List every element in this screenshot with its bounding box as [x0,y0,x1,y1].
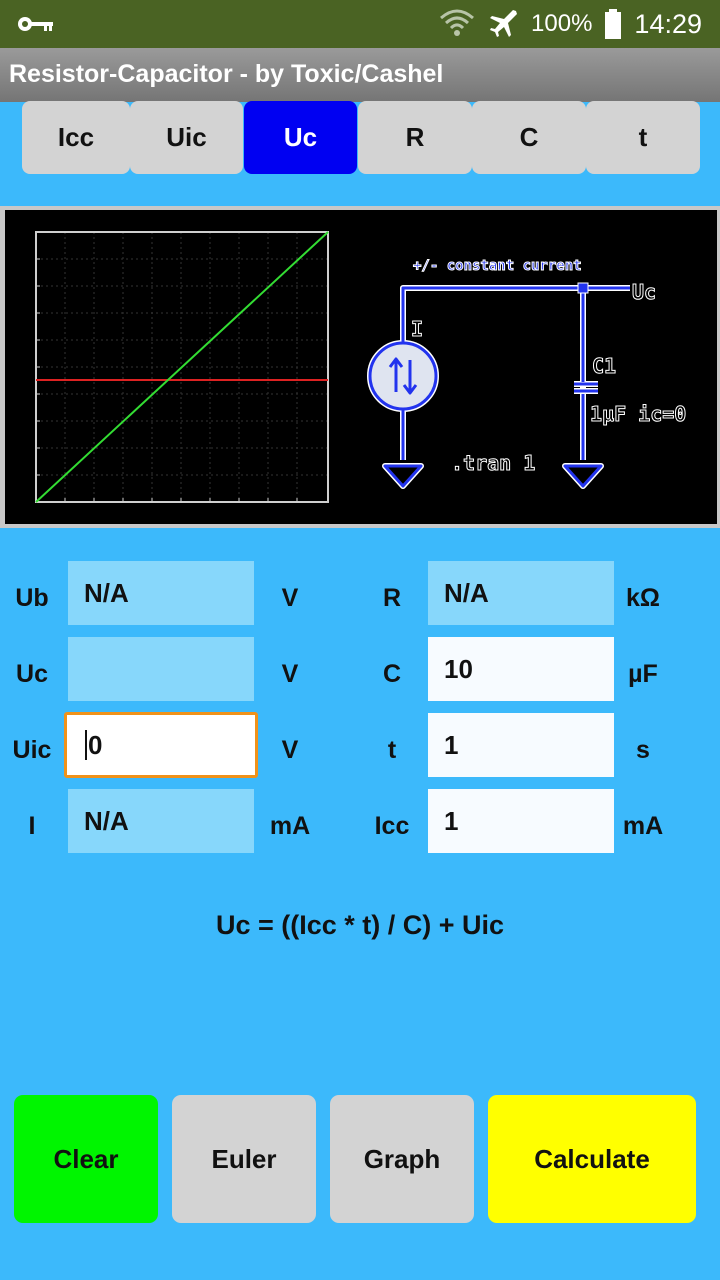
i-label: I [28,812,36,840]
schematic-sim-label: .tran 1 [451,451,535,475]
clear-button[interactable]: Clear [14,1095,158,1223]
schematic-output-label: Uc [632,280,656,304]
c-input[interactable]: 10 [428,637,614,701]
r-unit: kΩ [626,584,660,612]
icc-input[interactable]: 1 [428,789,614,853]
ub-label: Ub [15,584,49,612]
schematic-current-label: I [411,317,423,341]
r-field[interactable]: N/A [428,561,614,625]
schematic-cap-label: C1 [592,354,616,378]
uc-label: Uc [16,660,48,688]
i-field[interactable]: N/A [68,789,254,853]
t-unit: s [636,736,650,764]
calculate-button[interactable]: Calculate [488,1095,696,1223]
airplane-icon [490,10,518,37]
tab-t[interactable]: t [586,101,700,174]
uic-input[interactable]: 0 [64,712,258,778]
ub-field[interactable]: N/A [68,561,254,625]
battery-icon [605,9,622,39]
uc-field[interactable] [68,637,254,701]
circuit-schematic: +/- constant current I Uc C1 1µF ic=0 .t… [367,258,687,489]
tab-uc[interactable]: Uc [244,101,357,174]
c-label: C [382,660,402,688]
graph-button[interactable]: Graph [330,1095,474,1223]
voltage-trace [35,231,329,503]
tab-r[interactable]: R [358,101,472,174]
r-label: R [382,584,402,612]
clock: 14:29 [634,8,702,39]
tab-icc[interactable]: Icc [22,101,130,174]
uic-label: Uic [12,736,52,764]
euler-button[interactable]: Euler [172,1095,316,1223]
scope-graph [35,231,329,503]
battery-percent: 100% [531,10,593,37]
status-bar: 100% 14:29 [0,0,720,48]
schematic-cap-value: 1µF ic=0 [590,402,686,426]
key-icon [18,17,53,31]
text-caret [85,730,87,760]
icc-unit: mA [622,812,664,840]
tab-uic[interactable]: Uic [130,101,243,174]
t-input[interactable]: 1 [428,713,614,777]
uic-unit: V [281,736,299,764]
scope-panel: +/- constant current I Uc C1 1µF ic=0 .t… [0,206,720,528]
app-title-bar: Resistor-Capacitor - by Toxic/Cashel [0,48,720,102]
formula-text: Uc = ((Icc * t) / C) + Uic [215,910,505,940]
ub-unit: V [281,584,299,612]
t-label: t [387,736,397,764]
icc-label: Icc [374,812,410,840]
c-unit: µF [628,660,658,688]
wifi-icon [440,9,475,36]
schematic-source-label: +/- constant current [413,258,582,274]
uc-unit: V [281,660,299,688]
i-unit: mA [269,812,311,840]
tab-c[interactable]: C [472,101,586,174]
uic-value: 0 [88,729,103,760]
app-title: Resistor-Capacitor - by Toxic/Cashel [9,60,444,88]
